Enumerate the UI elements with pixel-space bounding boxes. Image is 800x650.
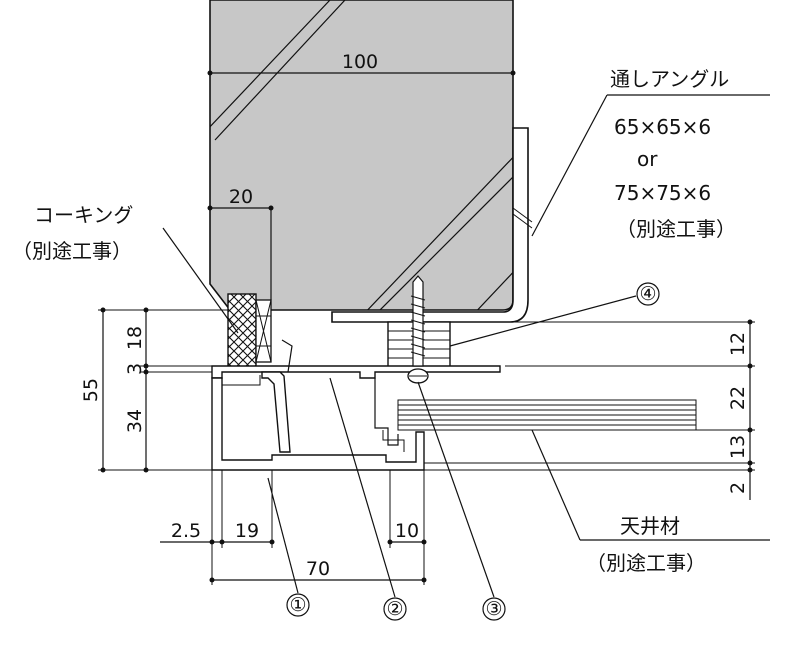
callout-2: ② [383,597,407,621]
caulking-title: コーキング [34,203,133,227]
dim-3: 3 [124,363,146,375]
callout-3: ③ [482,597,506,621]
angle-size-2: 75×75×6 [614,181,711,205]
dim-20: 20 [229,186,253,208]
dim-2-5: 2.5 [171,520,201,542]
leader-lines [162,94,770,598]
callout-1: ① [286,593,310,617]
angle-size-1: 65×65×6 [614,115,711,139]
callout-2-text: ② [386,598,403,620]
dim-18: 18 [124,326,146,350]
dim-55: 55 [80,378,102,402]
angle-title: 通しアングル [610,67,729,91]
dim-22: 22 [727,386,749,410]
panel-hatch [210,0,513,310]
ceiling-panel [209,0,514,311]
caulking [227,293,257,369]
screw [407,275,429,384]
ceiling-title: 天井材 [620,514,680,538]
dim-2: 2 [727,482,749,494]
callout-4-text: ④ [639,283,656,305]
dim-10: 10 [395,520,419,542]
dim-100: 100 [342,51,378,73]
dim-12: 12 [727,332,749,356]
callout-1-text: ① [289,594,306,616]
caulking-note: （別途工事） [12,239,132,263]
backup-material [255,299,272,363]
through-angle [331,127,533,323]
ceiling-board [397,399,697,431]
dimension-lines [98,70,755,585]
dim-70: 70 [306,558,330,580]
angle-or: or [637,147,658,171]
angle-note: （別途工事） [616,217,736,241]
dim-34: 34 [124,409,146,433]
dim-19: 19 [235,520,259,542]
dim-13: 13 [727,435,749,459]
ceiling-note: （別途工事） [586,551,706,575]
callout-3-text: ③ [485,598,502,620]
callout-4: ④ [636,282,660,306]
